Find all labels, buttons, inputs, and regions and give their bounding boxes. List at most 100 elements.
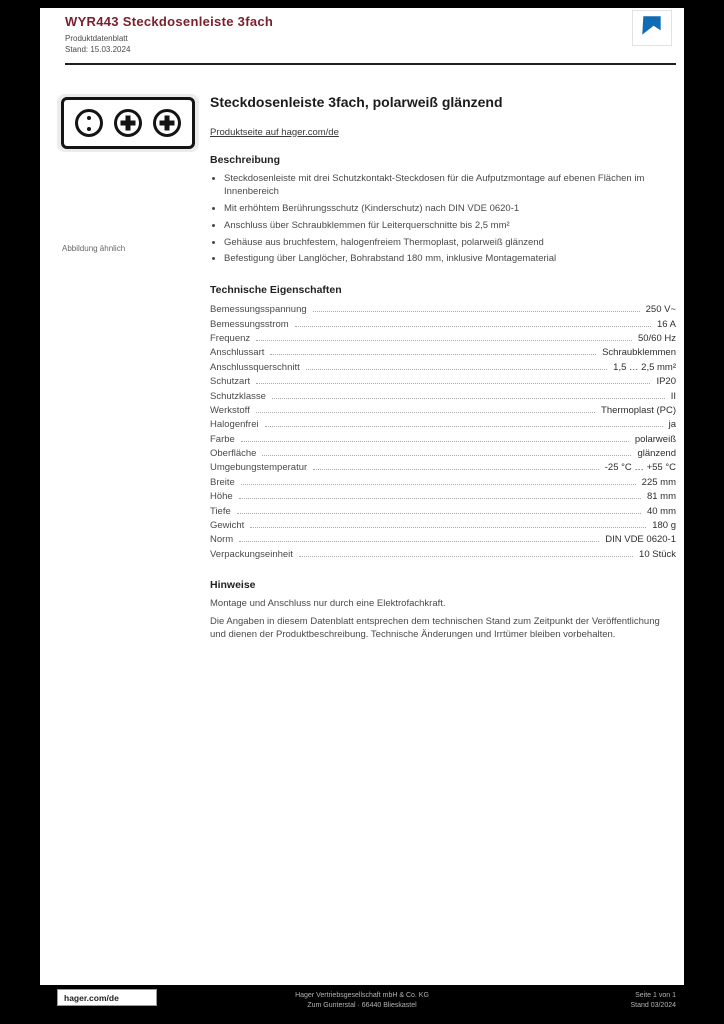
section-specs: Technische Eigenschaften Bemessungsspann… — [210, 284, 676, 561]
footer-page-number: Seite 1 von 1 — [635, 992, 676, 999]
spec-row: Farbe polarweiß — [210, 431, 676, 445]
spec-leader — [256, 332, 632, 342]
page-header: WYR443 Steckdosenleiste 3fach Produktdat… — [65, 14, 273, 55]
datasheet-page: WYR443 Steckdosenleiste 3fach Produktdat… — [40, 8, 684, 985]
header-subtitle-2: Stand: 15.03.2024 — [65, 45, 131, 55]
spec-leader — [313, 461, 599, 471]
socket-hole — [87, 126, 91, 131]
spec-row: Tiefe 40 mm — [210, 503, 676, 517]
spec-leader — [305, 361, 608, 370]
spec-leader — [239, 533, 600, 543]
spec-label: Norm — [210, 534, 234, 546]
spec-label: Umgebungstemperatur — [210, 462, 308, 474]
note-paragraph: Montage und Anschluss nur durch eine Ele… — [210, 597, 446, 609]
image-caption: Abbildung ähnlich — [62, 244, 126, 253]
footer-site-label: hager.com/de — [64, 992, 119, 1003]
spec-value: 180 g — [652, 519, 676, 531]
spec-leader — [312, 303, 640, 313]
product-image — [57, 94, 199, 152]
spec-value: DIN VDE 0620-1 — [605, 534, 676, 546]
hager-logo-icon — [639, 13, 665, 44]
socket-hole — [87, 115, 91, 120]
spec-value: Schraubklemmen — [602, 347, 676, 359]
spec-value: 16 A — [656, 318, 676, 330]
spec-label: Bemessungsstrom — [210, 318, 289, 330]
note-paragraph: Die Angaben in diesem Datenblatt entspre… — [210, 615, 660, 641]
section-notes: Hinweise Montage und Anschluss nur durch… — [210, 579, 676, 642]
spec-row: Werkstoff Thermoplast (PC) — [210, 403, 676, 417]
footer-address: Zum Gunterstal · 66440 Blieskastel — [307, 1001, 417, 1009]
spec-row: Bemessungsstrom 16 A — [210, 316, 676, 330]
spec-row: Breite 225 mm — [210, 475, 676, 489]
list-item: Steckdosenleiste mit drei Schutzkontakt-… — [224, 172, 676, 200]
header-divider — [65, 63, 676, 65]
spec-leader — [236, 505, 641, 514]
spec-row: Bemessungsspannung 250 V~ — [210, 302, 676, 316]
spec-label: Anschlussquerschnitt — [210, 361, 300, 373]
spec-leader — [294, 318, 651, 327]
spec-label: Halogenfrei — [210, 419, 259, 431]
description-heading: Beschreibung — [210, 153, 281, 166]
socket-holes-icon — [75, 109, 103, 137]
spec-row: Umgebungstemperatur -25 °C … +55 °C — [210, 460, 676, 474]
list-item: Mit erhöhtem Berührungsschutz (Kindersch… — [224, 202, 676, 216]
spec-leader — [240, 476, 636, 485]
spec-value: 10 Stück — [639, 548, 676, 560]
spec-value: Thermoplast (PC) — [601, 404, 676, 416]
spec-row: Anschlussquerschnitt 1,5 … 2,5 mm² — [210, 360, 676, 374]
page-title: WYR443 Steckdosenleiste 3fach — [65, 14, 274, 29]
spec-leader — [238, 490, 641, 500]
spec-row: Norm DIN VDE 0620-1 — [210, 532, 676, 546]
spec-leader — [256, 375, 651, 385]
spec-label: Anschlussart — [210, 347, 265, 359]
footer-revision: Stand 03/2024 — [630, 1001, 676, 1009]
list-item: Anschluss über Schraubklemmen für Leiter… — [224, 219, 676, 233]
spec-value: glänzend — [637, 448, 676, 460]
list-item: Gehäuse aus bruchfestem, halogenfreiem T… — [224, 236, 676, 250]
spec-table: Bemessungsspannung 250 V~ Bemessungsstro… — [210, 302, 676, 561]
spec-label: Verpackungseinheit — [210, 548, 293, 560]
spec-label: Frequenz — [210, 333, 251, 345]
socket-strip-drawing — [61, 97, 195, 149]
spec-row: Verpackungseinheit 10 Stück — [210, 546, 676, 560]
spec-leader — [262, 447, 632, 457]
plus-icon — [114, 109, 142, 137]
spec-label: Farbe — [210, 433, 235, 445]
spec-value: 1,5 … 2,5 mm² — [613, 361, 676, 373]
notes-body: Montage und Anschluss nur durch eine Ele… — [210, 597, 676, 642]
footer-site-link[interactable]: hager.com/de — [57, 989, 157, 1006]
spec-leader — [270, 346, 597, 356]
spec-value: 250 V~ — [645, 304, 676, 316]
spec-label: Schutzklasse — [210, 390, 266, 402]
header-subtitle-1: Produktdatenblatt — [65, 34, 128, 43]
footer-company: Hager Vertriebsgesellschaft mbH & Co. KG — [295, 992, 429, 999]
spec-leader — [298, 548, 634, 557]
spec-label: Tiefe — [210, 505, 231, 517]
product-link[interactable]: Produktseite auf hager.com/de — [210, 126, 339, 138]
spec-label: Schutzart — [210, 376, 251, 388]
product-title: Steckdosenleiste 3fach, polarweiß glänze… — [210, 94, 503, 110]
spec-label: Höhe — [210, 491, 233, 503]
spec-row: Frequenz 50/60 Hz — [210, 331, 676, 345]
spec-leader — [271, 390, 665, 399]
spec-row: Schutzart IP20 — [210, 374, 676, 388]
footer-right: Seite 1 von 1 Stand 03/2024 — [630, 991, 676, 1011]
specs-heading: Technische Eigenschaften — [210, 284, 342, 297]
spec-value: 50/60 Hz — [637, 333, 676, 345]
spec-label: Oberfläche — [210, 448, 257, 460]
spec-value: -25 °C … +55 °C — [604, 462, 676, 474]
spec-leader — [240, 433, 629, 442]
spec-value: 40 mm — [646, 505, 676, 517]
list-item: Befestigung über Langlöcher, Bohrabstand… — [224, 252, 676, 266]
spec-row: Oberfläche glänzend — [210, 446, 676, 460]
spec-value: 81 mm — [646, 491, 676, 503]
spec-label: Breite — [210, 476, 235, 488]
spec-value: IP20 — [656, 376, 676, 388]
footer-center: Hager Vertriebsgesellschaft mbH & Co. KG… — [242, 991, 482, 1011]
spec-value: 225 mm — [641, 476, 676, 488]
spec-value: ja — [668, 419, 676, 431]
spec-leader — [250, 519, 647, 528]
spec-leader — [264, 418, 663, 428]
spec-label: Bemessungsspannung — [210, 304, 307, 316]
